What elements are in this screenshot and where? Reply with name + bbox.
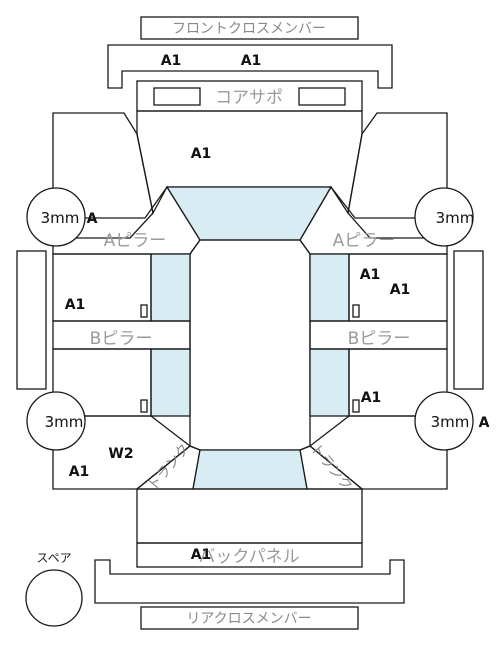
mark-front-member-left: A1 — [161, 53, 182, 69]
back-panel-box — [136, 542, 363, 568]
right-rear-window — [309, 348, 350, 417]
radiator-support-label: コアサポ — [215, 88, 283, 108]
b-pillar-right-label: Bピラー — [348, 329, 411, 349]
wheel-rear-right-label: 3mm — [431, 413, 470, 431]
left-front-window — [150, 253, 191, 322]
mark-front-left-wheel: A — [87, 211, 98, 227]
mark-right-front-door-2: A1 — [390, 282, 411, 298]
front-cross-member-box — [140, 16, 359, 40]
left-front-door-handle — [140, 304, 148, 318]
headlight-left — [153, 87, 201, 106]
mark-front-member-right: A1 — [241, 53, 262, 69]
a-pillar-right-label: Aピラー — [333, 231, 396, 251]
right-front-door-handle — [352, 304, 360, 318]
left-rear-window — [150, 348, 191, 417]
mark-rear-left-quarter-a: A1 — [69, 464, 90, 480]
front-right-fender — [347, 112, 448, 239]
roof-panel — [189, 239, 311, 451]
mark-rear-left-quarter-w: W2 — [108, 446, 133, 462]
trunk-lid — [136, 488, 363, 544]
mark-back-panel: A1 — [191, 547, 212, 563]
windshield — [165, 186, 333, 241]
b-pillar-left-label: Bピラー — [90, 329, 153, 349]
right-rear-door-handle — [352, 399, 360, 413]
wheel-front-right-label: 3mm — [436, 209, 475, 227]
wheel-rear-left-label: 3mm — [45, 413, 84, 431]
front-cross-member-bracket — [107, 44, 393, 89]
rear-window — [192, 449, 308, 490]
rear-cross-member-bracket — [94, 559, 405, 604]
wheel-front-left-label: 3mm — [41, 209, 80, 227]
trunk-right-label: トランク — [307, 441, 355, 494]
wheel-rear-left — [26, 391, 86, 451]
mark-rear-right-wheel: A — [479, 415, 490, 431]
mark-right-front-door-1: A1 — [360, 267, 381, 283]
a-pillar-left-label: Aピラー — [104, 231, 167, 251]
trunk-left-label: トランク — [145, 441, 193, 494]
left-side-sill — [16, 250, 47, 390]
rear-cross-member-box — [140, 606, 359, 630]
front-cross-member-label: フロントクロスメンバー — [172, 21, 326, 37]
wheel-rear-right — [414, 391, 474, 451]
mark-hood: A1 — [191, 146, 212, 162]
mark-left-front-door: A1 — [65, 297, 86, 313]
spare-tire — [25, 569, 83, 627]
left-rear-door-handle — [140, 399, 148, 413]
wheel-front-right — [414, 187, 474, 247]
rear-cross-member-label: リアクロスメンバー — [186, 611, 311, 627]
b-pillar-left-shape — [52, 320, 191, 350]
spare-label: スペア — [36, 551, 71, 565]
right-front-window — [309, 253, 350, 322]
right-side-sill — [453, 250, 484, 390]
mark-right-rear-door: A1 — [361, 390, 382, 406]
headlight-right — [298, 87, 346, 106]
back-panel-label: バックパネル — [198, 547, 299, 567]
wheel-front-left — [26, 187, 86, 247]
b-pillar-right-shape — [309, 320, 448, 350]
